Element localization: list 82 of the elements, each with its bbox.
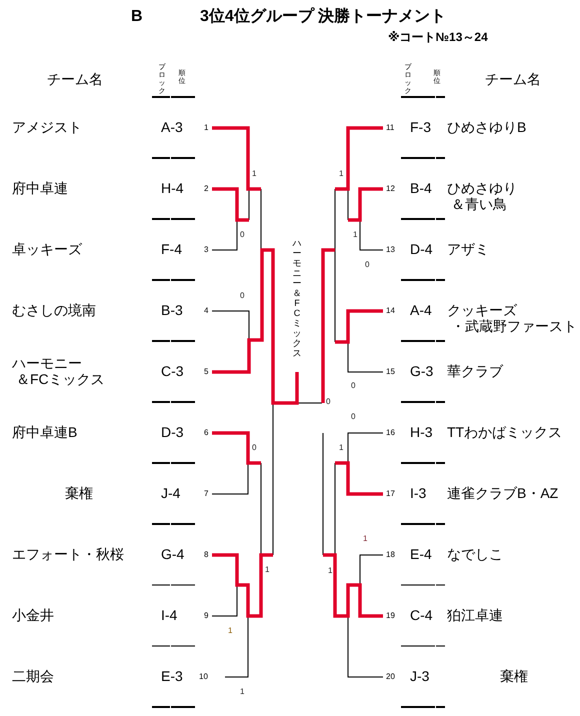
block-rank: J-4: [161, 485, 180, 502]
court-note: ※コート№13～24: [388, 31, 488, 45]
seed-number: 15: [386, 367, 395, 376]
seed-number: 16: [386, 428, 395, 438]
team-name: アメジスト: [12, 119, 82, 136]
match-score: 0: [365, 260, 370, 270]
match-score: 0: [351, 412, 356, 422]
seed-number: 7: [204, 489, 208, 498]
seed-number: 8: [204, 550, 208, 560]
match-score: 1: [363, 534, 368, 544]
block-rank: H-3: [410, 424, 433, 440]
block-rank: A-3: [161, 119, 183, 136]
match-score: 1: [252, 169, 256, 178]
team-name: 小金井: [12, 607, 54, 624]
block-rank: H-4: [161, 180, 184, 196]
seed-number: 19: [386, 611, 395, 620]
match-score: 0: [240, 230, 244, 240]
block-rank: I-4: [161, 607, 178, 624]
team-name: 連雀クラブB・AZ: [447, 485, 558, 502]
seed-number: 3: [204, 245, 208, 254]
match-score: 0: [326, 397, 330, 406]
seed-number: 13: [386, 245, 395, 254]
team-name: なでしこ: [447, 546, 503, 562]
block-rank: A-4: [410, 302, 432, 318]
block-rank: B-4: [410, 180, 432, 196]
seed-number: 9: [204, 611, 208, 620]
seed-number: 11: [386, 123, 394, 132]
seed-number: 4: [204, 306, 208, 316]
seed-number: 6: [204, 428, 208, 438]
match-score: 1: [265, 565, 270, 574]
match-score: 0: [240, 291, 244, 300]
team-name: 棄権: [65, 485, 93, 502]
block-rank: E-4: [410, 546, 432, 562]
column-header: チーム名: [485, 71, 541, 88]
block-rank: J-3: [410, 668, 430, 684]
seed-number: 1: [204, 123, 208, 132]
team-name: ひめさゆり＆青い鳥: [447, 180, 517, 212]
seed-number: 2: [204, 184, 208, 194]
team-name: TTわかばミックス: [447, 424, 562, 440]
block-rank: E-3: [161, 668, 183, 684]
seed-number: 20: [386, 672, 395, 682]
seed-number: 10: [199, 672, 208, 682]
block-rank: F-3: [410, 119, 431, 136]
match-score: 1: [228, 626, 232, 636]
block-rank: G-4: [161, 546, 184, 562]
team-name: 華クラブ: [447, 363, 503, 380]
team-name: 府中卓連B: [12, 424, 78, 440]
match-score: 1: [339, 443, 344, 452]
block-rank: F-4: [161, 241, 182, 258]
block-rank: G-3: [410, 363, 434, 380]
seed-number: 17: [386, 489, 395, 498]
seed-number: 18: [386, 550, 395, 560]
team-name: ハーモニー＆FCミックス: [12, 355, 105, 388]
title: 3位4位グループ 決勝トーナメント: [200, 8, 446, 26]
match-score: 0: [252, 443, 256, 452]
team-name: エフォート・秋桜: [12, 546, 124, 562]
match-score: 1: [353, 230, 358, 240]
team-name: クッキーズ・武蔵野ファースト: [447, 302, 577, 334]
match-score: 1: [240, 687, 244, 696]
team-name: 二期会: [12, 668, 54, 684]
team-name: 卓ッキーズ: [12, 241, 82, 258]
block-rank: I-3: [410, 485, 426, 502]
team-name: ひめさゆりB: [447, 119, 526, 136]
seed-number: 5: [204, 367, 208, 376]
section-letter: B: [131, 8, 143, 26]
block-rank: D-4: [410, 241, 433, 258]
match-score: 1: [328, 566, 332, 576]
team-name: アザミ: [447, 241, 489, 258]
column-header: チーム名: [47, 71, 103, 88]
match-score: 1: [339, 169, 344, 178]
block-rank: B-3: [161, 302, 183, 318]
winner-name: ハーモニー＆FCミックス: [292, 238, 302, 358]
team-name: 棄権: [500, 668, 528, 684]
seed-number: 14: [386, 306, 395, 316]
match-score: 0: [351, 381, 356, 390]
block-rank: C-4: [410, 607, 433, 624]
block-rank: C-3: [161, 363, 184, 380]
team-name: 府中卓連: [12, 180, 68, 196]
block-rank: D-3: [161, 424, 184, 440]
team-name: 狛江卓連: [447, 607, 503, 624]
seed-number: 12: [386, 184, 395, 194]
team-name: むさしの境南: [12, 302, 96, 318]
